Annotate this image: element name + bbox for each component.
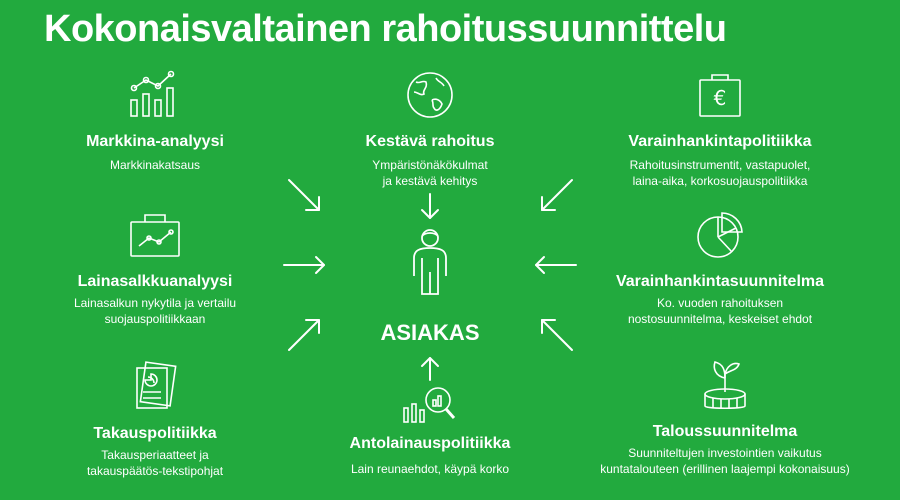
node-heading: Varainhankintapolitiikka bbox=[628, 133, 812, 150]
pie-chart-icon bbox=[697, 212, 743, 258]
node-heading: Taloussuunnitelma bbox=[652, 423, 798, 440]
arrow-right-icon bbox=[535, 256, 577, 274]
node-heading: Kestävä rahoitus bbox=[365, 133, 495, 150]
node-description: Takausperiaatteet ja takauspäätös-teksti… bbox=[86, 448, 224, 478]
plant-coins-icon bbox=[704, 361, 746, 410]
node-varainhankintasuunnitelma: Varainhankintasuunnitelma Ko. vuoden rah… bbox=[600, 210, 840, 327]
arrow-left-icon bbox=[283, 256, 325, 274]
center-label: ASIAKAS bbox=[380, 320, 480, 345]
node-lainasalkkuanalyysi: Lainasalkkuanalyysi Lainasalkun nykytila… bbox=[50, 210, 260, 327]
globe-icon bbox=[407, 72, 453, 118]
node-description: Markkinakatsaus bbox=[109, 158, 201, 172]
arrow-bottom-left-icon bbox=[288, 319, 320, 351]
arrow-bottom-icon bbox=[421, 357, 439, 381]
node-antolainauspolitiikka: Antolainauspolitiikka Lain reunaehdot, k… bbox=[320, 382, 540, 477]
page-title: Kokonaisvaltainen rahoitussuunnittelu bbox=[44, 8, 727, 50]
person-icon bbox=[413, 229, 447, 295]
euro-briefcase-icon: € bbox=[699, 74, 741, 117]
arrow-bottom-right-icon bbox=[541, 319, 573, 351]
node-kestava-rahoitus: Kestävä rahoitus Ympäristönäkökulmat ja … bbox=[330, 70, 530, 189]
node-description: Suunniteltujen investointien vaikutus ku… bbox=[600, 446, 850, 476]
node-varainhankintapolitiikka: € Varainhankintapolitiikka Rahoitusinstr… bbox=[600, 70, 840, 189]
documents-icon bbox=[136, 361, 177, 409]
arrow-top-icon bbox=[421, 193, 439, 219]
node-markkina-analyysi: Markkina-analyysi Markkinakatsaus bbox=[55, 70, 255, 173]
node-heading: Markkina-analyysi bbox=[86, 133, 224, 150]
node-taloussuunnitelma: Taloussuunnitelma Suunniteltujen investo… bbox=[580, 352, 870, 477]
node-description: Rahoitusinstrumentit, vastapuolet, laina… bbox=[629, 158, 811, 188]
node-description: Lain reunaehdot, käypä korko bbox=[350, 462, 510, 476]
magnifier-chart-icon bbox=[403, 387, 456, 423]
arrow-top-right-icon bbox=[541, 179, 573, 211]
briefcase-chart-icon bbox=[130, 214, 180, 257]
node-description: Lainasalkun nykytila ja vertailu suojaus… bbox=[73, 296, 237, 326]
node-description: Ympäristönäkökulmat ja kestävä kehitys bbox=[372, 158, 488, 188]
node-heading: Varainhankintasuunnitelma bbox=[615, 273, 825, 290]
node-heading: Takauspolitiikka bbox=[93, 425, 217, 442]
chart-growth-icon bbox=[130, 70, 175, 117]
svg-text:€: € bbox=[714, 86, 727, 110]
node-heading: Lainasalkkuanalyysi bbox=[77, 273, 233, 290]
node-takauspolitiikka: Takauspolitiikka Takausperiaatteet ja ta… bbox=[55, 361, 255, 479]
node-description: Ko. vuoden rahoituksen nostosuunnitelma,… bbox=[627, 296, 813, 326]
node-heading: Antolainauspolitiikka bbox=[349, 435, 511, 452]
arrow-top-left-icon bbox=[288, 179, 320, 211]
